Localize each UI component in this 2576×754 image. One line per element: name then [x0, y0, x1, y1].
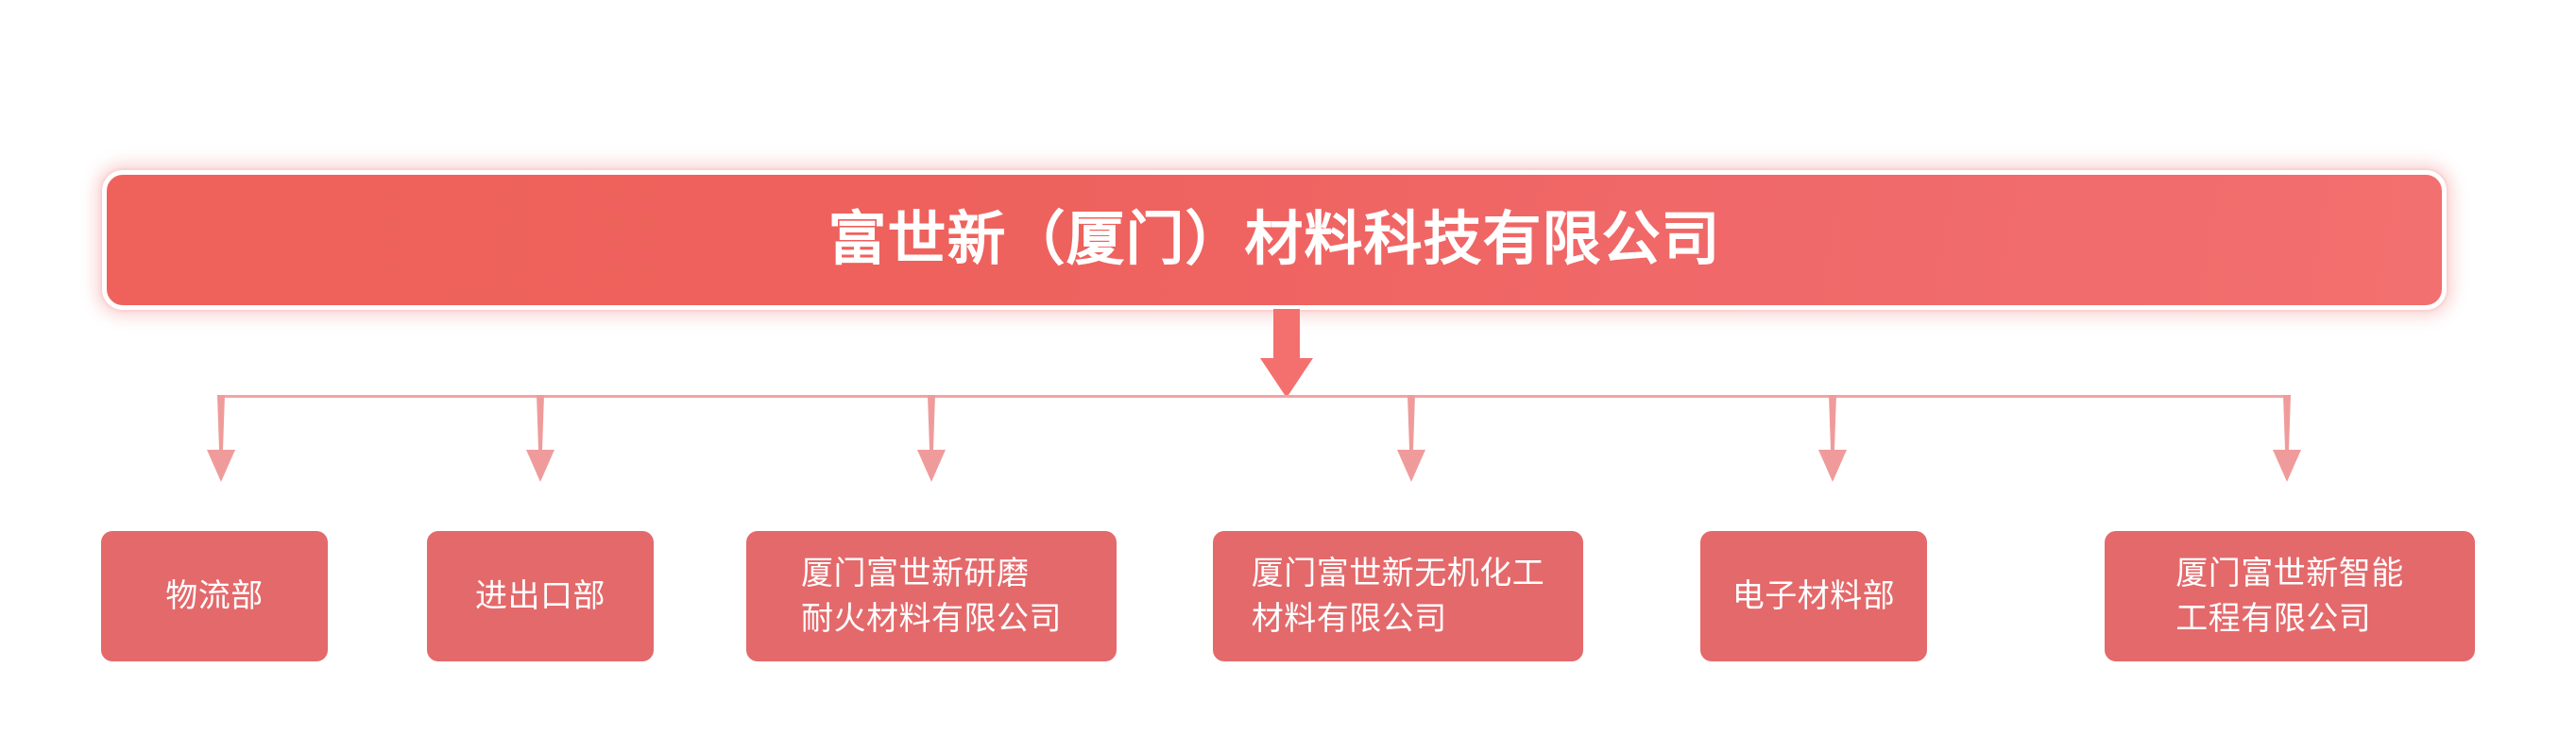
- branch-arrow-down-icon-2: [524, 395, 556, 484]
- child-node-2[interactable]: 进出口部: [427, 531, 654, 661]
- child-node-6[interactable]: 厦门富世新智能 工程有限公司: [2105, 531, 2475, 661]
- child-node-4-label: 厦门富世新无机化工 材料有限公司: [1251, 555, 1545, 637]
- child-node-1-label: 物流部: [165, 577, 264, 614]
- child-node-2-label: 进出口部: [475, 577, 606, 614]
- child-node-5[interactable]: 电子材料部: [1700, 531, 1927, 661]
- child-node-4[interactable]: 厦门富世新无机化工 材料有限公司: [1213, 531, 1583, 661]
- child-node-5-label: 电子材料部: [1732, 577, 1896, 614]
- child-node-3-label: 厦门富世新研磨 耐火材料有限公司: [801, 555, 1062, 637]
- root-node-banner[interactable]: 富世新（厦门）材料科技有限公司: [102, 170, 2447, 310]
- branch-arrow-down-icon-3: [915, 395, 947, 484]
- main-arrow-down-icon: [1258, 309, 1315, 400]
- branch-arrow-down-icon-5: [1817, 395, 1849, 484]
- child-node-3[interactable]: 厦门富世新研磨 耐火材料有限公司: [746, 531, 1117, 661]
- child-node-1[interactable]: 物流部: [101, 531, 328, 661]
- root-node-title: 富世新（厦门）材料科技有限公司: [827, 207, 1721, 272]
- branch-arrow-down-icon-1: [205, 395, 237, 484]
- horizontal-connector-line: [220, 395, 2287, 398]
- child-node-6-label: 厦门富世新智能 工程有限公司: [2175, 555, 2404, 637]
- branch-arrow-down-icon-6: [2271, 395, 2303, 484]
- branch-arrow-down-icon-4: [1395, 395, 1427, 484]
